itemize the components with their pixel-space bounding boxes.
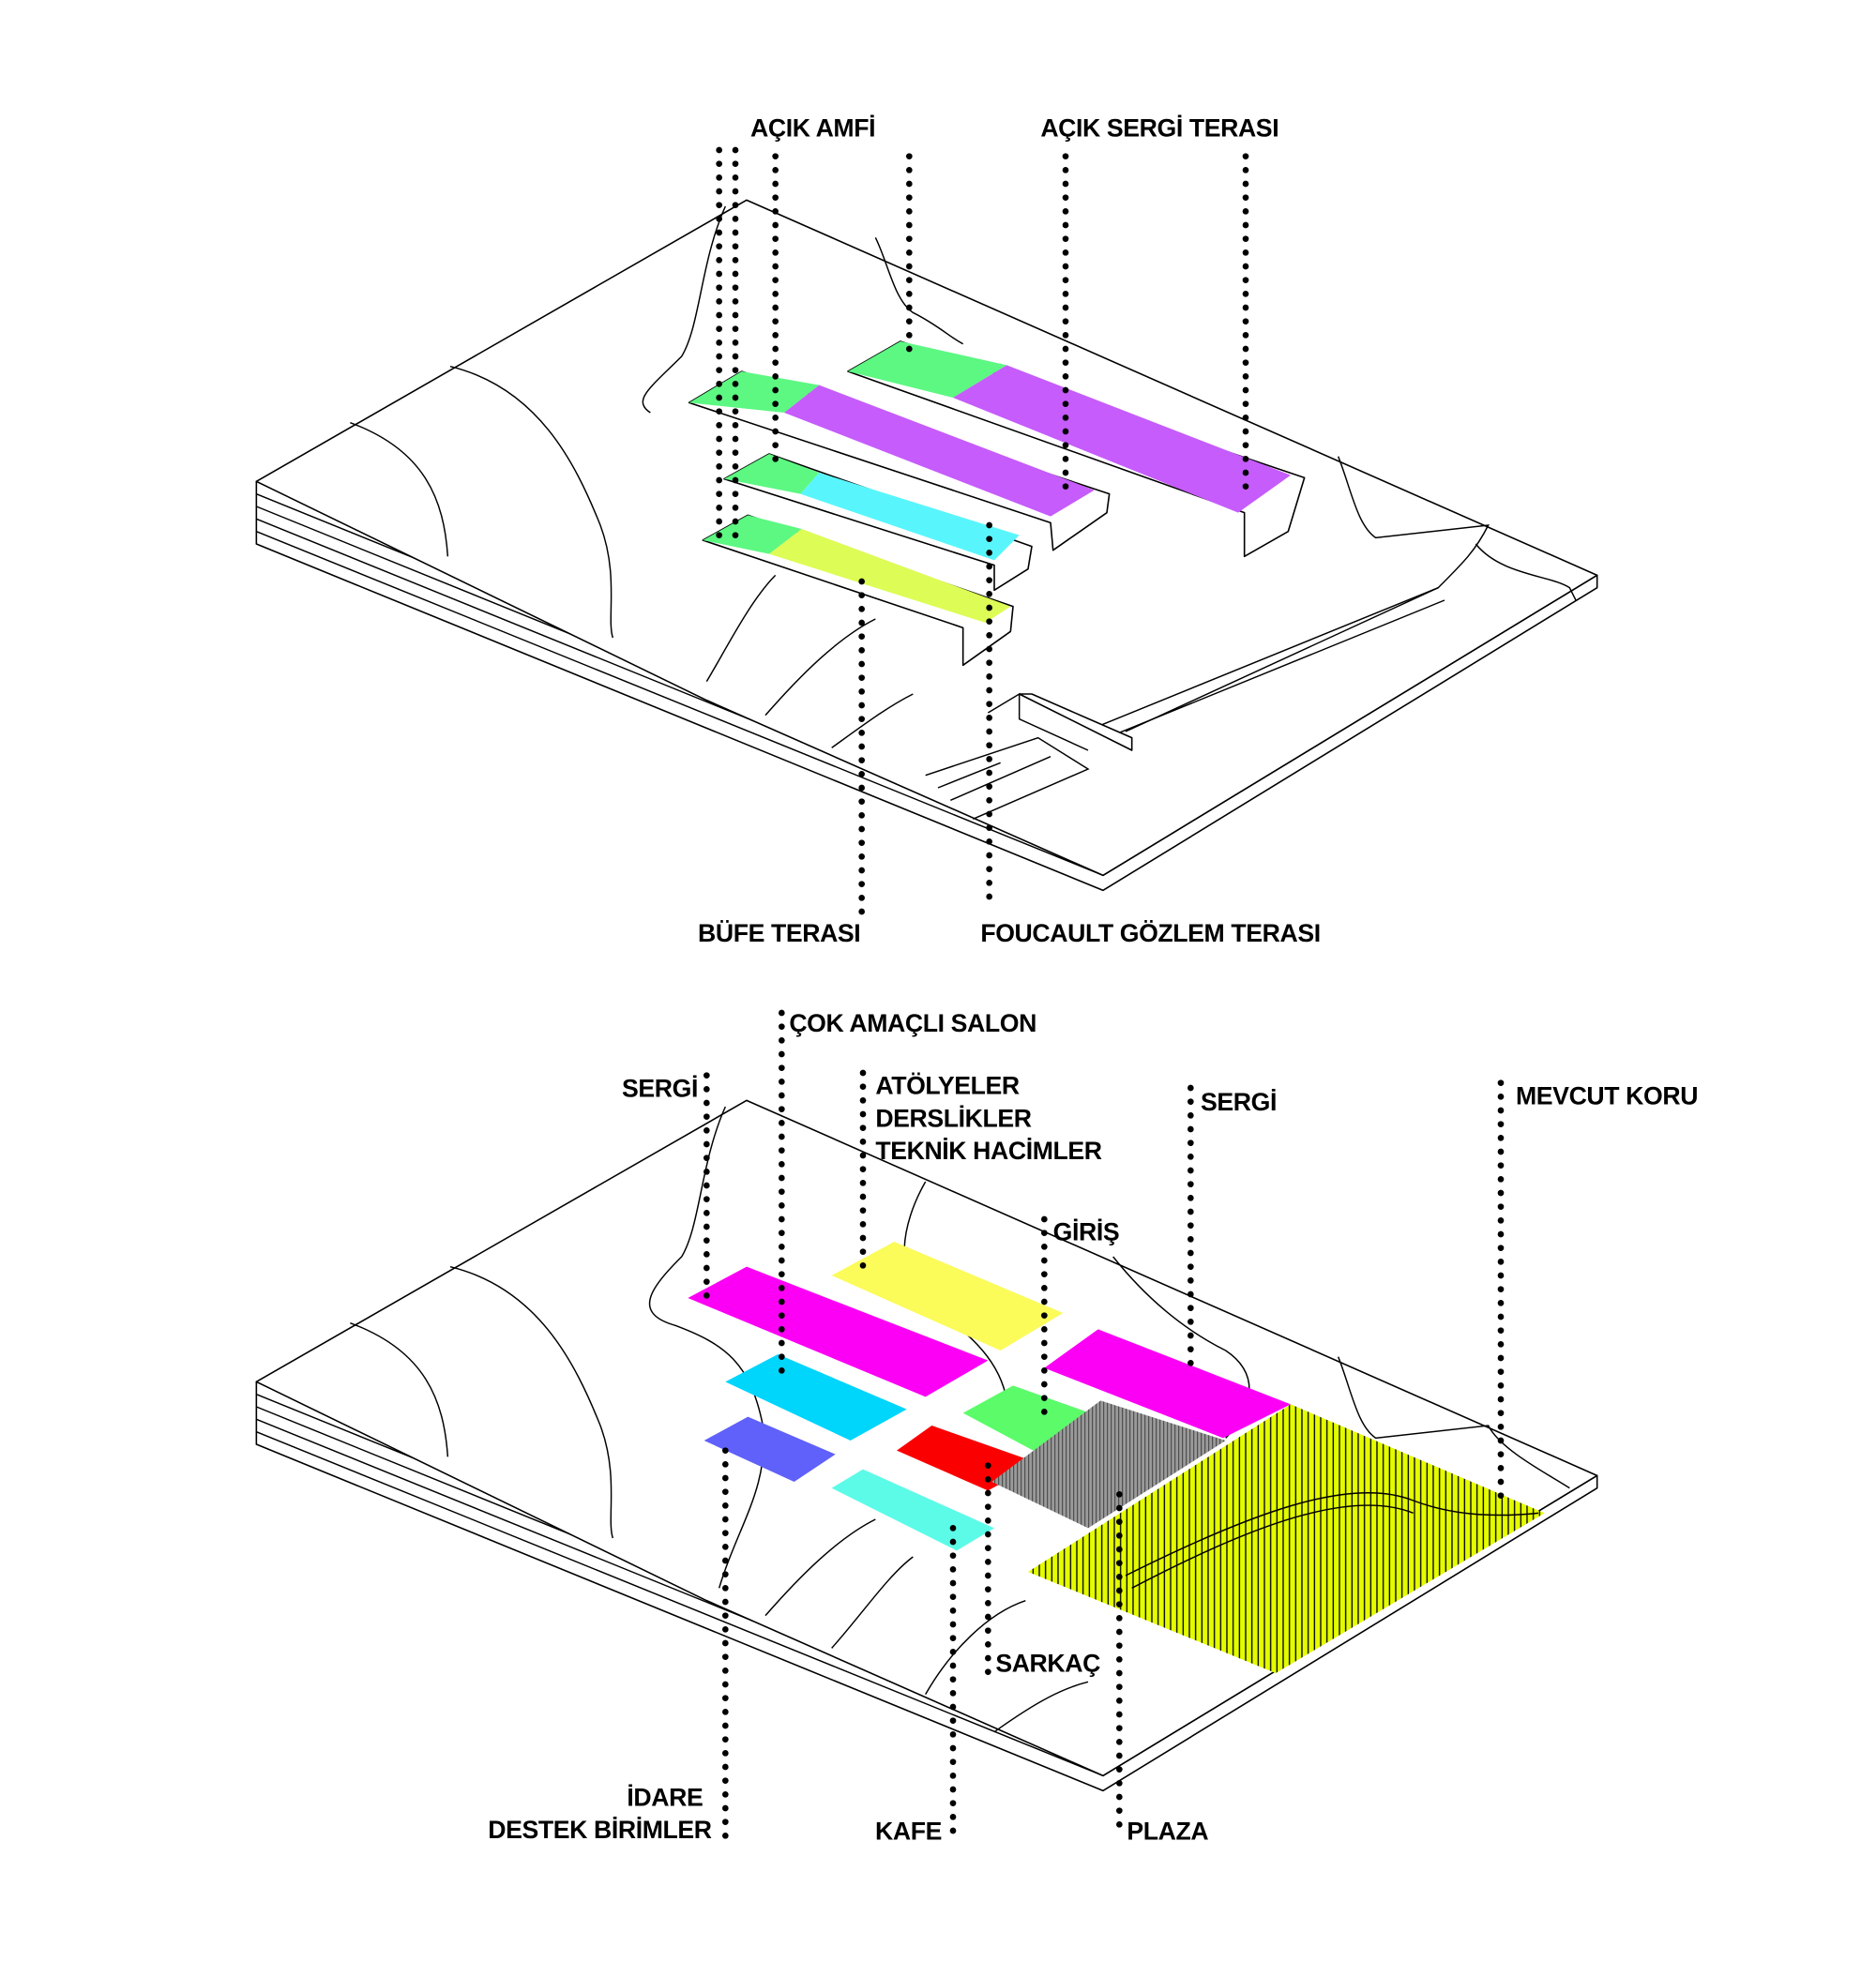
label-sergi-left: SERGİ xyxy=(622,1074,698,1102)
label-giris: GİRİŞ xyxy=(1053,1218,1120,1246)
bufe-terrace-block xyxy=(702,514,1014,667)
label-acik-sergi-terasi: AÇIK SERGİ TERASI xyxy=(1040,113,1278,142)
label-sarkac: SARKAÇ xyxy=(995,1650,1100,1678)
acik-amfi-zone-back xyxy=(848,341,1007,398)
label-atolyeler: ATÖLYELER xyxy=(875,1072,1020,1100)
sergi-zone-left xyxy=(688,1266,989,1397)
terrace-1-block xyxy=(688,370,1111,551)
label-destek-birimler: DESTEK BİRİMLER xyxy=(488,1816,712,1844)
bottom-terrain-contours xyxy=(350,1106,1570,1733)
idare-zone xyxy=(704,1416,836,1482)
foucault-gozlem-zone xyxy=(800,473,1020,561)
plaza-zone xyxy=(991,1400,1226,1529)
acik-sergi-zone-1 xyxy=(784,385,1095,517)
sergi-zone-right xyxy=(1044,1329,1291,1439)
top-leader-lines xyxy=(716,146,1249,916)
bottom-site-model: SERGİ ÇOK AMAÇLI SALON ATÖLYELER DERSLİK… xyxy=(255,1009,1698,1845)
label-teknik-hacimler: TEKNİK HACİMLER xyxy=(875,1137,1101,1165)
top-base-slab xyxy=(255,199,1598,892)
acik-sergi-terasi-zone xyxy=(953,365,1291,513)
label-bufe-terasi: BÜFE TERASI xyxy=(698,919,860,947)
program-zones xyxy=(688,1242,1545,1673)
label-foucault-gozlem-terasi: FOUCAULT GÖZLEM TERASI xyxy=(980,919,1320,947)
cok-amacli-salon-zone xyxy=(725,1354,907,1441)
acik-amfi-zone-2 xyxy=(724,454,820,494)
label-kafe: KAFE xyxy=(875,1817,942,1845)
label-sergi-right: SERGİ xyxy=(1201,1088,1277,1116)
foucault-terrace-block xyxy=(723,453,1033,592)
label-plaza: PLAZA xyxy=(1127,1817,1208,1845)
acik-amfi-zone-1 xyxy=(688,371,820,413)
atolyeler-zone xyxy=(831,1242,1064,1351)
koru-zone xyxy=(1028,1404,1545,1673)
bufe-terasi-zone xyxy=(769,529,1011,623)
label-acik-amfi: AÇIK AMFİ xyxy=(750,113,875,142)
label-derslikler: DERSLİKLER xyxy=(875,1104,1031,1132)
label-cok-amacli-salon: ÇOK AMAÇLI SALON xyxy=(789,1009,1036,1037)
top-terrain-contours xyxy=(350,205,1577,821)
acik-sergi-terasi-block xyxy=(847,340,1306,558)
label-mevcut-koru: MEVCUT KORU xyxy=(1516,1081,1698,1109)
top-site-model: AÇIK AMFİ AÇIK SERGİ TERASI BÜFE TERASI … xyxy=(255,113,1598,947)
acik-amfi-zone-3 xyxy=(703,515,802,554)
label-idare: İDARE xyxy=(627,1783,703,1811)
bottom-leader-lines xyxy=(703,1009,1505,1842)
